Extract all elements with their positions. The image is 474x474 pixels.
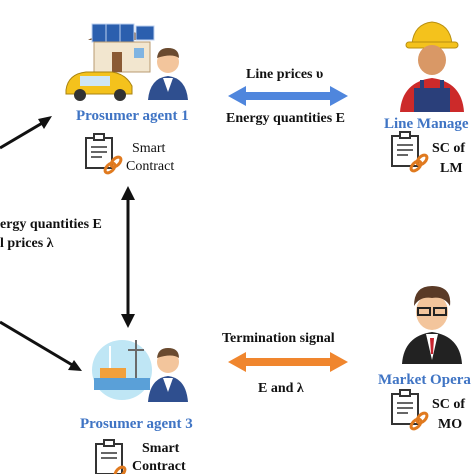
left-prices-label: l prices λ [0, 236, 54, 251]
contract-icon [85, 133, 123, 175]
line-manager-contract-line1: SC of [432, 141, 465, 156]
left-arrow-to-prosumer-3 [0, 320, 75, 368]
left-arrow-head-top [38, 116, 52, 129]
e-and-lambda-label: E and λ [258, 381, 304, 396]
line-manager-label: Line Manage [384, 116, 469, 132]
prosumer-agent-3-label: Prosumer agent 3 [80, 416, 193, 432]
left-arrow-head-bottom [68, 360, 82, 371]
prosumer-1-contract-line2: Contract [126, 159, 174, 174]
left-energy-quantities-label: ergy quantities E [0, 217, 102, 232]
contract-icon [95, 439, 127, 474]
prosumer-agent-1-icon [65, 23, 188, 101]
line-manager-contract-line2: LM [440, 161, 463, 176]
line-manager-icon [400, 21, 464, 112]
market-operator-contract-line1: SC of [432, 397, 465, 412]
prosumer-3-contract-line1: Smart [142, 441, 180, 456]
contract-icon [391, 389, 429, 431]
termination-signal-label: Termination signal [222, 331, 335, 346]
market-operator-label: Market Opera [378, 372, 471, 388]
vertical-arrow-head-down [121, 314, 135, 328]
line-prices-arrow [228, 86, 348, 106]
vertical-arrow-head-up [121, 186, 135, 200]
prosumer-agent-3-icon [92, 340, 188, 402]
prosumer-3-contract-line2: Contract [132, 459, 186, 474]
market-operator-contract-line2: MO [438, 417, 462, 432]
prosumer-1-contract-line1: Smart [132, 141, 166, 156]
prosumer-agent-1-label: Prosumer agent 1 [76, 108, 189, 124]
contract-icon [391, 131, 429, 173]
left-arrow-to-prosumer-1 [0, 120, 45, 150]
line-prices-label: Line prices υ [246, 67, 323, 82]
market-operator-icon [402, 286, 462, 364]
termination-signal-arrow [228, 352, 348, 372]
energy-quantities-label: Energy quantities E [226, 111, 345, 126]
